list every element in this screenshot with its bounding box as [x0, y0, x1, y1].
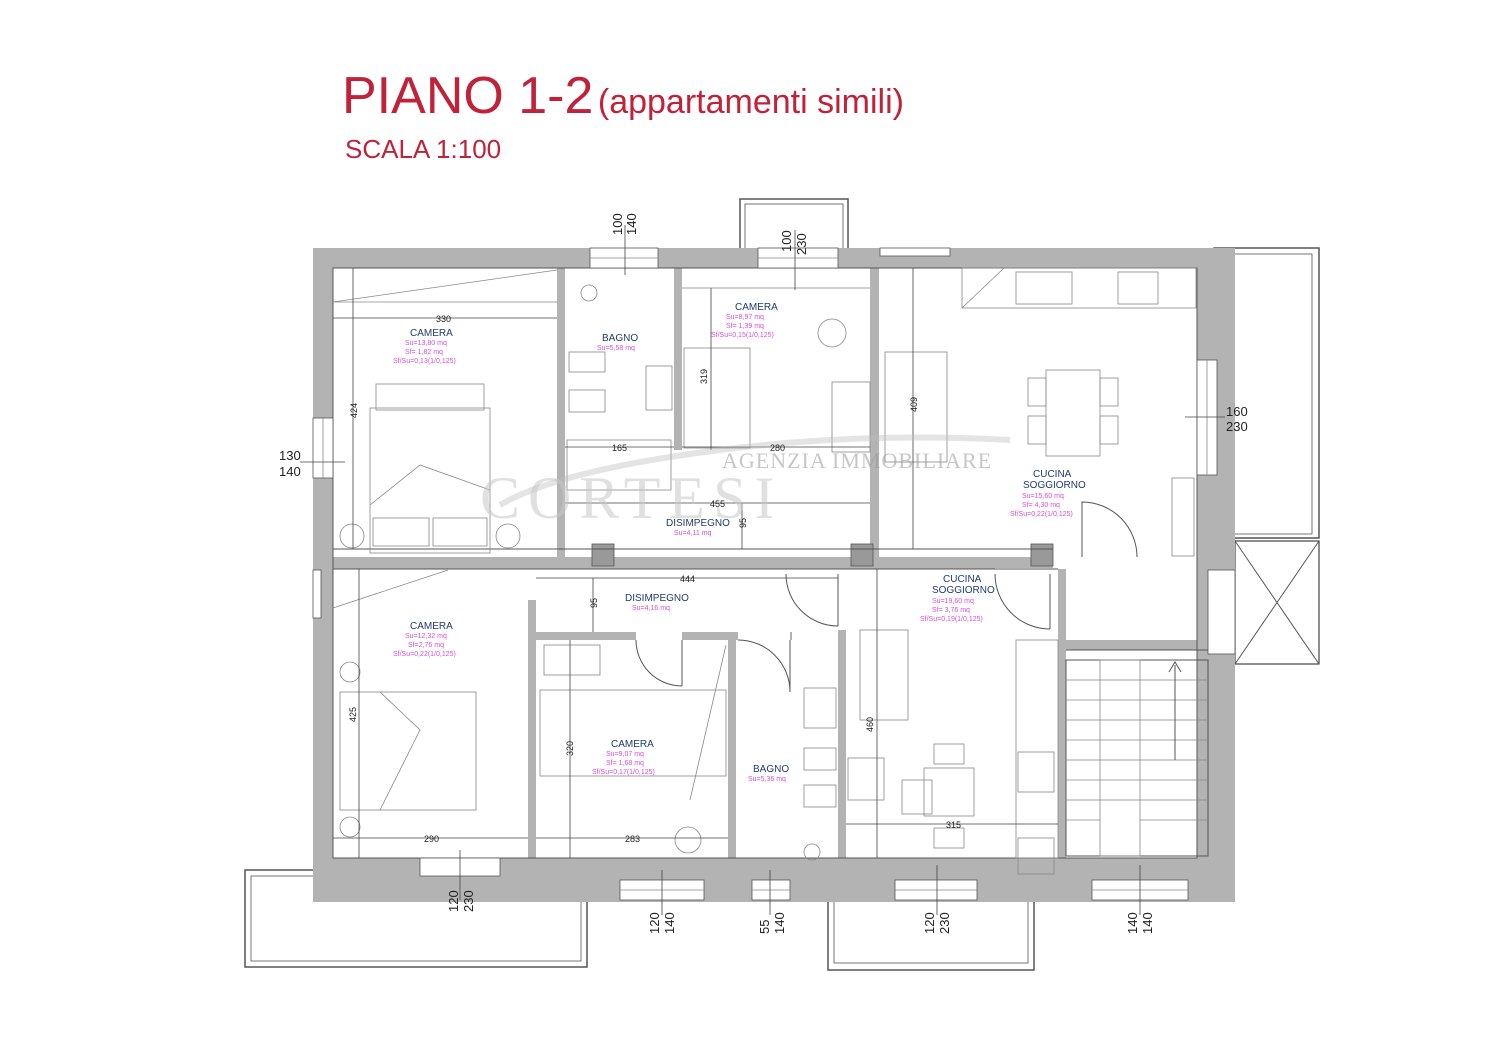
room-area-line: Su=4,11 mq	[674, 530, 712, 537]
dim-330: 330	[436, 314, 451, 324]
dimension-labels: 330 424 319 409 165 280 455 95 444 95 42…	[348, 314, 961, 844]
room-area-line: Sf/Su=0,19(1/0,125)	[920, 616, 983, 623]
balconies	[244, 198, 1320, 971]
watermark-line1: AGENZIA IMMOBILIARE	[722, 448, 992, 473]
room-name: CUCINA	[943, 574, 982, 585]
room-camera-sw: CAMERA Su=12,32 mq Sf=2,76 mq Sf/Su=0,22…	[393, 621, 456, 658]
window-right-width: 160	[1226, 404, 1248, 419]
dim-280: 280	[770, 443, 785, 453]
window-b3-height: 140	[772, 912, 787, 934]
room-area-line: Sf= 1,39 mq	[726, 323, 764, 330]
window-top1-height: 140	[624, 213, 639, 235]
staircase	[1065, 659, 1209, 857]
room-camera-n: CAMERA Su=8,97 mq Sf= 1,39 mq Sf/Su=0,15…	[711, 302, 778, 339]
dim-315: 315	[946, 820, 961, 830]
window-b4-width: 120	[922, 912, 937, 934]
room-name: CAMERA	[410, 621, 453, 632]
plan-title-sub: (appartamenti simili)	[597, 83, 904, 121]
room-camera-nw: CAMERA Su=13,80 mq Sf= 1,82 mq Sf/Su=0,1…	[393, 328, 456, 365]
room-area-line: Sf/Su=0,22(1/0,125)	[393, 651, 456, 658]
dim-165: 165	[612, 443, 627, 453]
window-b3-width: 55	[757, 920, 772, 934]
room-cucina-soggiorno-s: CUCINA SOGGIORNO Su=19,60 mq Sf= 3,76 mq…	[920, 574, 995, 623]
window-b5-height: 140	[1140, 912, 1155, 934]
room-name: BAGNO	[602, 333, 638, 344]
plan-scale: SCALA 1:100	[345, 134, 502, 164]
room-area-line: Sf= 1,82 mq	[405, 349, 443, 356]
watermark: AGENZIA IMMOBILIARE CORTESI	[480, 434, 1011, 531]
room-name-2: SOGGIORNO	[1023, 480, 1086, 491]
doors	[635, 501, 1138, 693]
dim-425: 425	[348, 707, 358, 722]
window-top2-width: 100	[779, 230, 794, 252]
room-area-line: Sf= 3,76 mq	[932, 607, 970, 614]
window-b2-width: 120	[647, 912, 662, 934]
dim-444: 444	[680, 574, 695, 584]
dim-283: 283	[625, 834, 640, 844]
room-disimpegno-s: DISIMPEGNO Su=4,16 mq	[625, 593, 689, 612]
room-name: DISIMPEGNO	[625, 593, 689, 604]
furniture	[332, 267, 1197, 875]
window-b4-height: 230	[937, 912, 952, 934]
dim-320: 320	[565, 741, 575, 756]
window-b1-width: 120	[446, 890, 461, 912]
room-name: CAMERA	[735, 302, 778, 313]
room-area-line: Sf= 4,30 mq	[1022, 502, 1060, 509]
plan-title: PIANO 1-2 (appartamenti simili)	[342, 66, 904, 126]
room-name: CAMERA	[611, 739, 654, 750]
dim-455: 455	[710, 499, 725, 509]
room-labels: CAMERA Su=13,80 mq Sf= 1,82 mq Sf/Su=0,1…	[393, 302, 1086, 783]
room-cucina-soggiorno-ne: CUCINA SOGGIORNO Su=15,60 mq Sf= 4,30 mq…	[1010, 469, 1086, 518]
room-area-line: Sf/Su=0,13(1/0,125)	[393, 358, 456, 365]
room-area-line: Su=5,36 mq	[748, 776, 786, 783]
window-left-height: 140	[279, 464, 301, 479]
room-area-line: Sf/Su=0,17(1/0,125)	[592, 769, 655, 776]
room-camera-s: CAMERA Su=9,07 mq Sf= 1,68 mq Sf/Su=0,17…	[592, 739, 655, 776]
room-area-line: Su=8,97 mq	[726, 314, 764, 321]
window-left-width: 130	[279, 448, 301, 463]
room-name: DISIMPEGNO	[666, 518, 730, 529]
room-bagno-s: BAGNO Su=5,36 mq	[748, 764, 789, 783]
room-name-2: SOGGIORNO	[932, 585, 995, 596]
room-area-line: Su=9,07 mq	[606, 751, 644, 758]
room-area-line: Sf=2,76 mq	[408, 642, 444, 649]
room-name: BAGNO	[753, 764, 789, 775]
room-name: CUCINA	[1033, 469, 1072, 480]
windows	[312, 247, 1236, 901]
room-area-line: Sf/Su=0,22(1/0,125)	[1010, 511, 1073, 518]
room-area-line: Su=5,58 mq	[597, 345, 635, 352]
window-b1-height: 230	[461, 890, 476, 912]
dim-460: 460	[865, 717, 875, 732]
room-area-line: Su=4,16 mq	[632, 605, 670, 612]
window-top1-width: 100	[610, 213, 625, 235]
room-area-line: Su=12,32 mq	[405, 633, 447, 640]
window-right-height: 230	[1226, 419, 1248, 434]
room-area-line: Su=19,60 mq	[932, 598, 974, 605]
watermark-line2: CORTESI	[480, 465, 782, 531]
room-bagno-n: BAGNO Su=5,58 mq	[597, 333, 638, 352]
dimension-lines	[300, 225, 1225, 915]
room-area-line: Su=13,80 mq	[405, 340, 447, 347]
room-area-line: Sf= 1,68 mq	[606, 760, 644, 767]
dim-424: 424	[349, 403, 359, 418]
window-b5-width: 140	[1125, 912, 1140, 934]
walls	[313, 248, 1235, 902]
window-b2-height: 140	[662, 912, 677, 934]
window-top2-height: 230	[794, 233, 809, 255]
room-disimpegno-n: DISIMPEGNO Su=4,11 mq	[666, 518, 730, 537]
dim-95-south: 95	[589, 598, 599, 608]
dim-95-north: 95	[738, 518, 748, 528]
dim-319: 319	[699, 369, 709, 384]
room-area-line: Sf/Su=0,15(1/0,125)	[711, 332, 774, 339]
plan-title-main: PIANO 1-2	[342, 67, 594, 125]
room-name: CAMERA	[410, 328, 453, 339]
dim-409: 409	[909, 397, 919, 412]
window-labels: 100 140 100 230 130 140 160 230 120 230 …	[279, 213, 1248, 934]
room-area-line: Su=15,60 mq	[1022, 493, 1064, 500]
dim-290: 290	[424, 834, 439, 844]
